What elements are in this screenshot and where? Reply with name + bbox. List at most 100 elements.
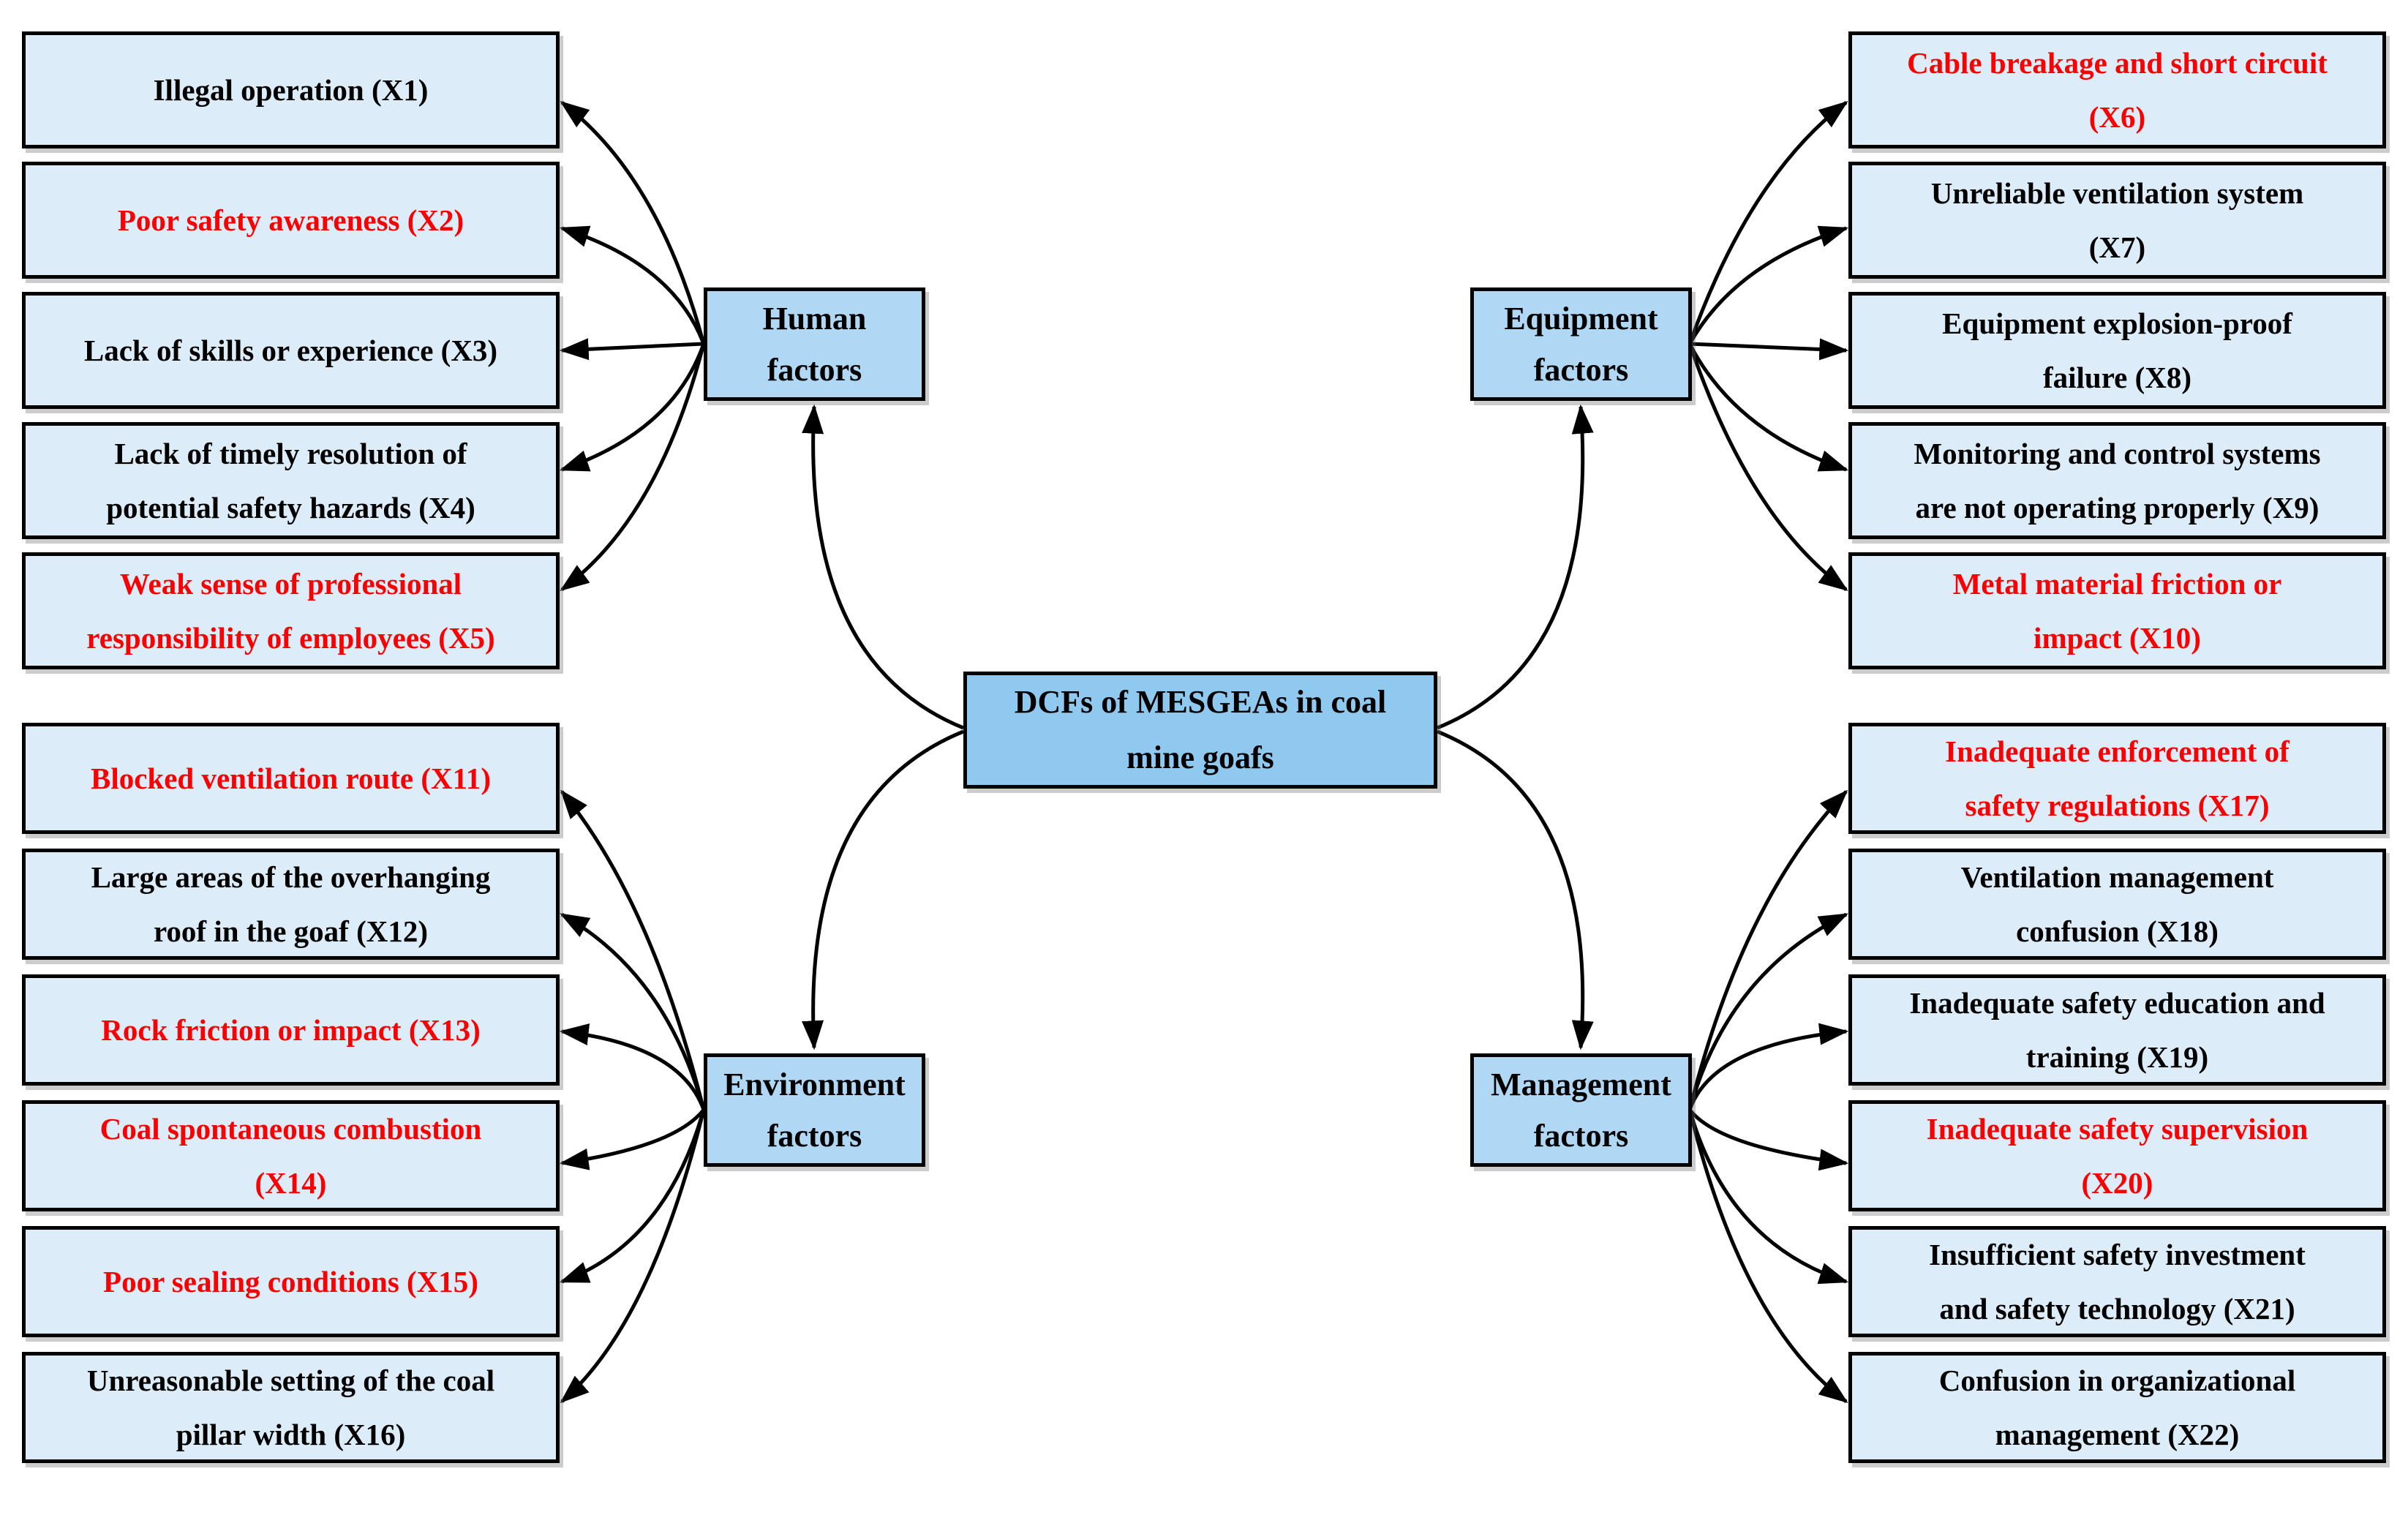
factor-label: Poor safety awareness (X2) <box>118 193 464 247</box>
category-label-line: Environment <box>723 1066 906 1102</box>
arrow-human-to-x3 <box>559 338 704 361</box>
category-box-human-factors: Human factors <box>704 287 925 401</box>
factor-label-line: pillar width (X16) <box>176 1418 406 1451</box>
category-label: Environment factors <box>723 1059 906 1162</box>
factor-label-line: Inadequate safety supervision <box>1926 1112 2309 1146</box>
factor-label: Equipment explosion-proof failure (X8) <box>1942 296 2292 405</box>
factor-label-line: Unreasonable setting of the coal <box>86 1364 495 1397</box>
factor-label-line: (X14) <box>255 1166 327 1200</box>
factor-label-line: Large areas of the overhanging <box>91 860 491 894</box>
factor-box-x2: Poor safety awareness (X2) <box>22 162 560 279</box>
factor-label: Blocked ventilation route (X11) <box>91 751 491 805</box>
factor-box-x16: Unreasonable setting of the coal pillar w… <box>22 1352 560 1463</box>
factor-label-line: Illegal operation (X1) <box>153 73 429 107</box>
factor-label-line: Blocked ventilation route (X11) <box>90 762 492 795</box>
factor-label-line: Metal material friction or <box>1952 567 2282 601</box>
arrow-center-to-equipment <box>1437 404 1594 730</box>
factor-label: Unreliable ventilation system (X7) <box>1931 166 2303 274</box>
category-label-line: factors <box>767 1117 862 1154</box>
factor-label-line: (X6) <box>2088 100 2146 134</box>
factor-box-x8: Equipment explosion-proof failure (X8) <box>1848 292 2386 409</box>
center-label-line2: mine goafs <box>1126 740 1274 775</box>
center-node-dcfs: DCFs of MESGEAs in coal mine goafs <box>963 672 1437 789</box>
factor-label-line: Rock friction or impact (X13) <box>101 1013 481 1047</box>
arrow-center-to-management <box>1437 729 1594 1050</box>
factor-label-line: Inadequate safety education and <box>1909 986 2325 1020</box>
factor-label-line: (X7) <box>2088 230 2146 264</box>
arrow-equipment-to-x7 <box>1688 225 1849 345</box>
factor-label-line: Poor safety awareness (X2) <box>117 203 464 237</box>
center-node-label: DCFs of MESGEAs in coal mine goafs <box>1015 674 1386 786</box>
factor-box-x14: Coal spontaneous combustion(X14) <box>22 1100 560 1211</box>
factor-box-x13: Rock friction or impact (X13) <box>22 974 560 1086</box>
arrow-management-to-x19 <box>1688 1023 1849 1110</box>
factor-label: Lack of skills or experience (X3) <box>84 323 497 377</box>
arrow-human-to-x1 <box>560 100 706 345</box>
factor-label-line: Confusion in organizational <box>1938 1364 2296 1397</box>
arrow-equipment-to-x6 <box>1688 100 1848 345</box>
arrow-human-to-x2 <box>559 225 706 345</box>
arrow-center-to-environment <box>802 729 964 1050</box>
factor-box-x7: Unreliable ventilation system (X7) <box>1848 162 2386 279</box>
factor-label: Unreasonable setting of the coal pillar w… <box>87 1353 494 1462</box>
arrow-environment-to-x14 <box>559 1108 705 1170</box>
category-label-line: factors <box>1533 1117 1629 1154</box>
factor-label: Coal spontaneous combustion(X14) <box>100 1102 482 1210</box>
factor-label-line: Monitoring and control systems <box>1914 437 2321 470</box>
factor-label-line: Cable breakage and short circuit <box>1907 46 2328 80</box>
factor-label-line: Equipment explosion-proof <box>1942 307 2292 340</box>
factor-label-line: impact (X10) <box>2033 621 2201 655</box>
factor-label: Inadequate safety supervision (X20) <box>1927 1102 2309 1210</box>
factor-label-line: Ventilation management <box>1960 860 2274 894</box>
factor-box-x22: Confusion in organizational management (X… <box>1848 1352 2386 1463</box>
arrow-management-to-x20 <box>1688 1108 1849 1171</box>
factor-label-line: Poor sealing conditions (X15) <box>103 1265 478 1298</box>
factor-label-line: (X20) <box>2081 1166 2153 1200</box>
factor-label-line: failure (X8) <box>2042 361 2192 394</box>
factor-label: Metal material friction or impact (X10) <box>1953 557 2282 665</box>
category-label-line: Human <box>762 300 867 337</box>
factor-label-line: Lack of skills or experience (X3) <box>83 334 498 367</box>
arrow-management-to-x17 <box>1688 789 1848 1110</box>
arrow-environment-to-x15 <box>559 1109 706 1284</box>
arrow-management-to-x18 <box>1688 912 1848 1110</box>
category-label-line: Management <box>1491 1066 1671 1102</box>
factor-box-x1: Illegal operation (X1) <box>22 31 560 149</box>
arrow-environment-to-x13 <box>559 1023 706 1110</box>
factor-box-x15: Poor sealing conditions (X15) <box>22 1226 560 1337</box>
category-box-equipment-factors: Equipment factors <box>1470 287 1692 401</box>
factor-label-line: responsibility of employees (X5) <box>86 621 495 655</box>
factor-label-line: Lack of timely resolution of <box>114 437 467 470</box>
factor-label-line: safety regulations (X17) <box>1965 789 2270 822</box>
factor-box-x10: Metal material friction or impact (X10) <box>1848 552 2386 669</box>
category-label-line: Equipment <box>1504 300 1658 337</box>
factor-label: Lack of timely resolution of potential sa… <box>106 426 475 535</box>
arrow-equipment-to-x10 <box>1688 343 1848 592</box>
arrow-environment-to-x12 <box>560 912 706 1110</box>
factor-label-line: Unreliable ventilation system <box>1930 176 2304 210</box>
arrow-human-to-x4 <box>559 343 706 472</box>
center-label-line1: DCFs of MESGEAs in coal <box>1014 684 1387 720</box>
category-label-line: factors <box>767 351 862 388</box>
factor-label: Cable breakage and short circuit (X6) <box>1907 36 2328 144</box>
arrow-human-to-x5 <box>560 343 706 592</box>
arrow-equipment-to-x8 <box>1689 338 1849 361</box>
category-label: Equipment factors <box>1504 293 1658 396</box>
factor-label-line: management (X22) <box>1995 1418 2240 1451</box>
factor-label-line: Inadequate enforcement of <box>1945 734 2290 768</box>
arrow-environment-to-x11 <box>560 789 706 1110</box>
factor-label-line: potential safety hazards (X4) <box>106 491 475 525</box>
category-label: Management factors <box>1491 1059 1671 1162</box>
